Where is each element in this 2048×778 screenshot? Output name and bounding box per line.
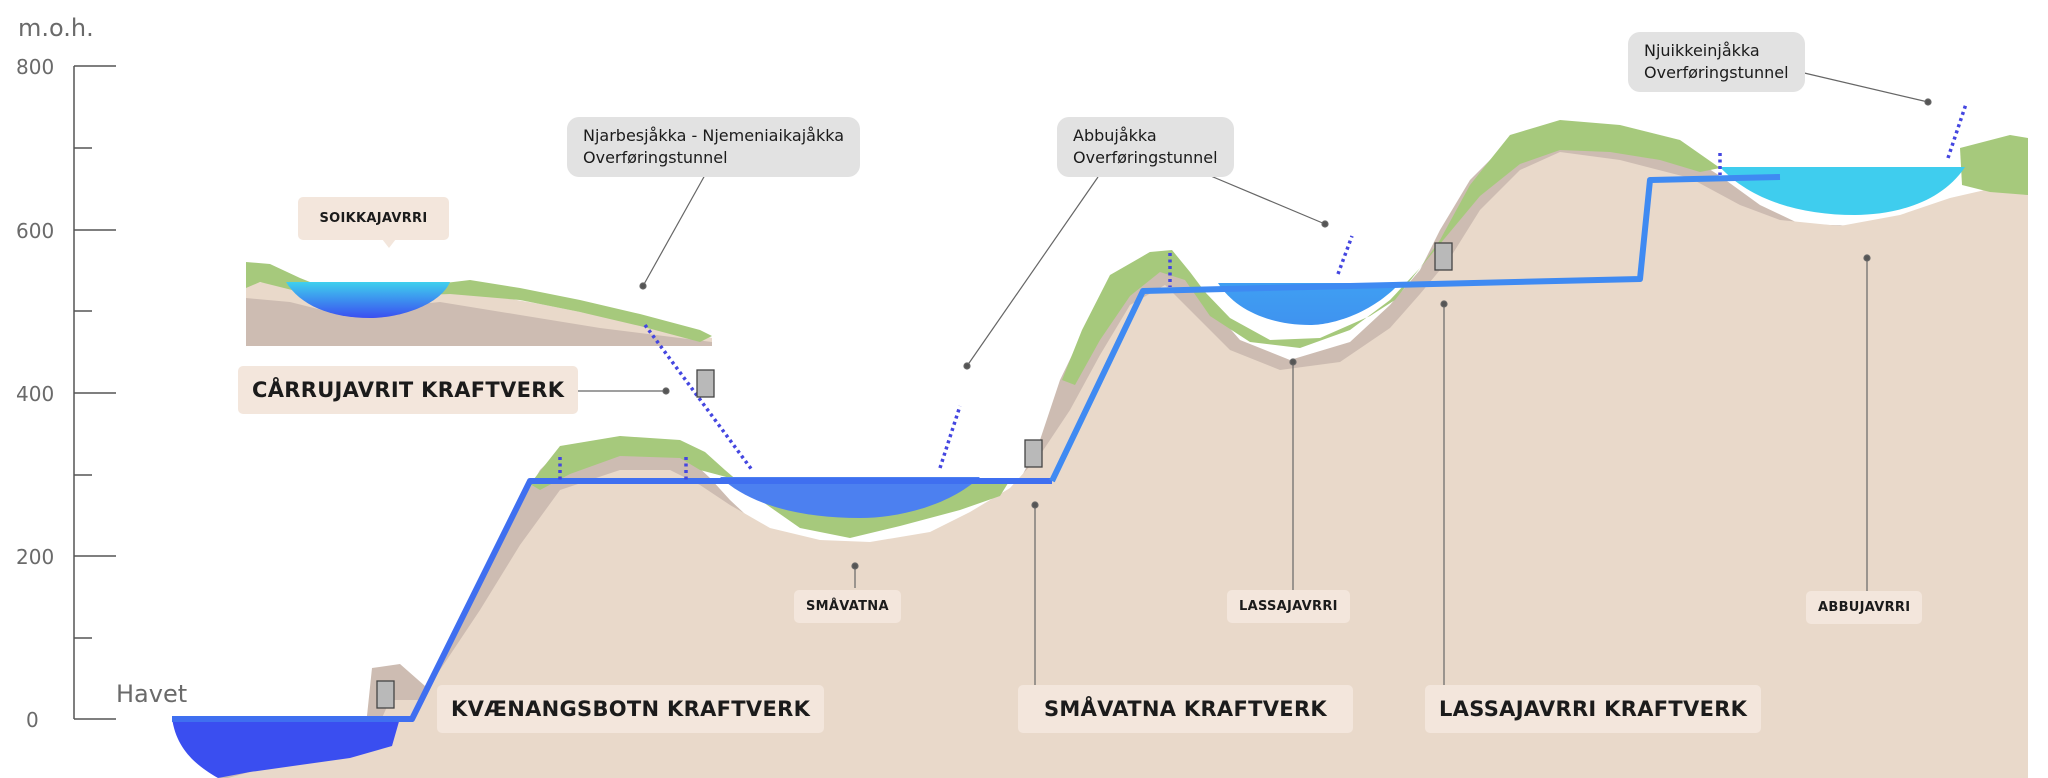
label-pointer <box>382 239 396 248</box>
terrain <box>228 152 2028 778</box>
station-lassajavrri <box>1434 242 1453 271</box>
waterway-upper <box>1049 174 1781 483</box>
tunnel-callout-abbujakka: Abbujåkka Overføringstunnel <box>1057 117 1234 177</box>
power-stations <box>376 242 1453 709</box>
leader-lines <box>543 71 1932 688</box>
plant-label-carrujavrit: CÅRRUJAVRIT KRAFTVERK <box>238 366 579 414</box>
sea-label: Havet <box>116 680 187 708</box>
lake-label-soikkajavrri: SOIKKAJAVRRI <box>298 197 449 240</box>
tick-label-600: 600 <box>16 219 54 243</box>
tick-label-0: 0 <box>26 708 39 732</box>
plant-label-kvaenangsbotn: KVÆNANGSBOTN KRAFTVERK <box>437 685 825 733</box>
waterway <box>172 478 1052 722</box>
tick-label-400: 400 <box>16 382 54 406</box>
lake-label-lassajavrri: LASSAJAVRRI <box>1227 590 1350 623</box>
station-carrujavrit <box>696 369 715 398</box>
station-kvaenangsbotn <box>376 680 395 709</box>
lake-lassajavrri <box>1218 283 1400 325</box>
soikkajavrri-plateau <box>246 262 712 346</box>
y-axis: m.o.h. 800 600 400 200 0 Havet <box>16 14 187 732</box>
sea <box>172 718 400 778</box>
lake-label-smavatna: SMÅVATNA <box>794 590 901 623</box>
station-smavatna <box>1024 439 1043 468</box>
tick-label-800: 800 <box>16 55 54 79</box>
plant-label-lassajavrri: LASSAJAVRRI KRAFTVERK <box>1425 685 1762 733</box>
lake-abbujavrri <box>1720 167 1965 215</box>
tick-label-200: 200 <box>16 545 54 569</box>
tunnel-callout-njuikkeinjakka: Njuikkeinjåkka Overføringstunnel <box>1628 32 1805 92</box>
plant-label-smavatna: SMÅVATNA KRAFTVERK <box>1018 685 1353 733</box>
lake-label-abbujavrri: ABBUJAVRRI <box>1806 591 1923 624</box>
tunnel-callout-njarbesjakka: Njarbesjåkka - Njemeniaikajåkka Overføri… <box>567 117 860 177</box>
axis-unit-label: m.o.h. <box>18 14 94 42</box>
tunnel-dots <box>558 103 1968 480</box>
lake-smavatna <box>720 477 980 518</box>
